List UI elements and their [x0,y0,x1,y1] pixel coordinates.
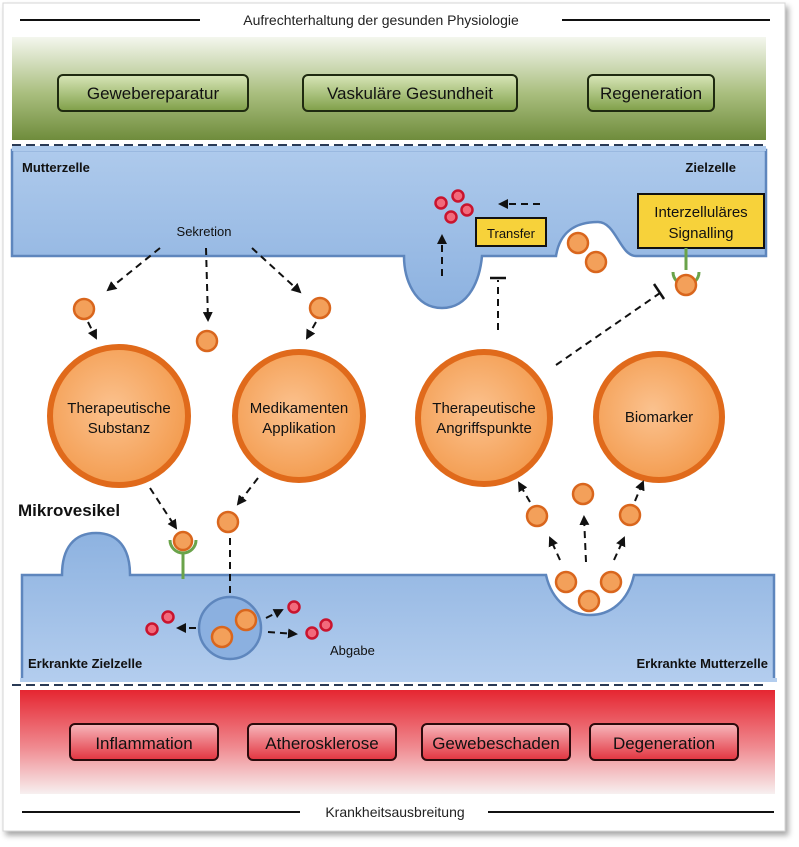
bud-arrow-center [579,515,590,563]
disease-box-degeneration: Degeneration [589,723,739,761]
red-particle [305,626,319,640]
red-particle [287,600,301,614]
vesicle [525,504,549,528]
red-particle [145,622,159,636]
red-particle [460,203,474,217]
red-particle [451,189,465,203]
vesicle [566,231,590,255]
signalling-label-line1: Interzelluläres [654,204,747,221]
vesicle [577,589,601,613]
circle-label-line2: Substanz [88,420,151,437]
to-targets-arrow [517,481,531,503]
disease-box-inflammation: Inflammation [69,723,219,761]
red-particle [434,196,448,210]
disease-box-label: Atherosklerose [265,734,378,753]
transfer-box: Transfer [475,217,547,247]
intercellular-signalling-box: Interzelluläres Signalling [637,193,765,249]
bound-vesicle [674,273,698,297]
application-to-vesicle-arrow [236,477,259,506]
upper-cell-label-left: Mutterzelle [22,160,90,175]
healthy-box-label: Regeneration [600,84,702,103]
circle-biomarker: Biomarker [593,351,725,483]
lower-cell-bottom-cover [20,678,777,682]
transfer-label: Transfer [487,226,536,241]
vesicle [210,625,234,649]
vesicle-to-substance-arrow [87,321,97,340]
disease-box-atherosclerosis: Atherosklerose [247,723,397,761]
circle-label-line1: Therapeutische [432,400,535,417]
disease-box-label: Inflammation [95,734,192,753]
bud-arrow-left [548,536,561,561]
lower-cell-label-right: Erkrankte Mutterzelle [637,656,769,671]
release-label: Abgabe [330,643,375,658]
circle-drug-delivery: Medikamenten Applikation [232,349,366,483]
vesicle [72,297,96,321]
red-particle [319,618,333,632]
red-particle [444,210,458,224]
vesicle-to-application-arrow [306,321,317,340]
circle-label-line2: Applikation [262,420,335,437]
healthy-box-regeneration: Regeneration [587,74,715,112]
disease-box-label: Gewebeschaden [432,734,560,753]
substance-to-receptor-arrow [149,487,178,530]
healthy-box-vascular-health: Vaskuläre Gesundheit [302,74,518,112]
vesicle [584,250,608,274]
secretion-arrow-center [202,247,213,322]
bottom-title: Krankheitsausbreitung [325,804,464,820]
top-title: Aufrechterhaltung der gesunden Physiolog… [243,12,519,28]
vesicle [195,329,219,353]
circle-label-line1: Therapeutische [67,400,170,417]
disease-box-label: Degeneration [613,734,715,753]
release-arrow-right [267,628,298,639]
red-particle [161,610,175,624]
vesicle [308,296,332,320]
signalling-label-line2: Signalling [668,225,733,242]
healthy-box-tissue-repair: Gewebereparatur [57,74,249,112]
microvesicle-label: Mikrovesikel [18,501,120,520]
circle-therapeutic-substance: Therapeutische Substanz [47,344,191,488]
to-biomarker-arrow [634,480,645,502]
vesicle [599,570,623,594]
inhibit-bar [652,283,666,300]
circle-therapeutic-targets: Therapeutische Angriffspunkte [415,349,553,487]
healthy-box-label: Vaskuläre Gesundheit [327,84,493,103]
vesicle [216,510,240,534]
disease-box-tissue-damage: Gewebeschaden [421,723,571,761]
vesicle [554,570,578,594]
vesicle [618,503,642,527]
secretion-label: Sekretion [177,224,232,239]
bound-vesicle [172,530,194,552]
upper-cell-label-right: Zielzelle [685,160,736,175]
release-arrow-upright [265,609,284,619]
upper-cell-top-cover [12,146,766,151]
secretion-arrow-right [251,247,302,294]
upper-cell-membrane [10,148,768,310]
healthy-box-label: Gewebereparatur [87,84,220,103]
circle-label-line1: Biomarker [625,409,693,426]
vesicle [571,482,595,506]
targets-inhibit-signalling [555,292,661,366]
vesicle [234,608,258,632]
circle-label-line2: Angriffspunkte [436,420,532,437]
circle-label-line1: Medikamenten [250,400,348,417]
bud-arrow-right [613,536,626,561]
lower-cell-label-left: Erkrankte Zielzelle [28,656,142,671]
